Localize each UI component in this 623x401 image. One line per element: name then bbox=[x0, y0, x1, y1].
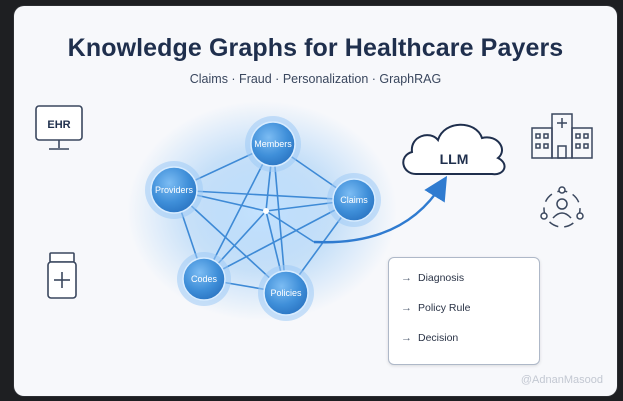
node-label-policies: Policies bbox=[270, 288, 302, 298]
graph-node-codes: Codes bbox=[177, 252, 231, 306]
llm-label: LLM bbox=[440, 151, 469, 167]
output-item-label: Decision bbox=[418, 332, 459, 344]
node-circle bbox=[150, 166, 198, 214]
graph-node-providers: Providers bbox=[145, 161, 203, 219]
graph-edge-providers-claims bbox=[173, 189, 355, 201]
graph-node-policies: Policies bbox=[258, 265, 314, 321]
output-item-diagnosis: → Diagnosis bbox=[401, 272, 464, 284]
node-label-members: Members bbox=[254, 139, 292, 149]
graph-node-claims: Claims bbox=[327, 173, 381, 227]
arrow-right-icon: → bbox=[401, 332, 412, 344]
graph-edge-center-out bbox=[265, 210, 315, 243]
node-circle bbox=[250, 121, 296, 167]
graph-edge-claims-codes bbox=[203, 199, 355, 280]
ehr-monitor-icon: EHR bbox=[35, 105, 83, 150]
arrow-right-icon: → bbox=[401, 272, 412, 284]
output-item-policy-rule: → Policy Rule bbox=[401, 302, 471, 314]
page-title: Knowledge Graphs for Healthcare Payers bbox=[67, 34, 564, 62]
cloud-icon: LLM bbox=[402, 123, 506, 176]
node-label-codes: Codes bbox=[191, 274, 218, 284]
node-label-claims: Claims bbox=[340, 195, 368, 205]
graph-center-dot bbox=[263, 208, 269, 214]
node-circle bbox=[263, 270, 309, 316]
node-label-providers: Providers bbox=[155, 185, 194, 195]
output-item-decision: → Decision bbox=[401, 332, 458, 344]
graph-node-members: Members bbox=[245, 116, 301, 172]
page-subtitle: Claims · Fraud · Personalization · Graph… bbox=[189, 72, 442, 86]
hospital-icon bbox=[531, 113, 593, 159]
graph-to-llm-arrow bbox=[313, 175, 448, 244]
node-circle bbox=[332, 178, 376, 222]
arrow-right-icon: → bbox=[401, 302, 412, 314]
output-item-label: Policy Rule bbox=[418, 302, 471, 314]
diagram-card: Knowledge Graphs for Healthcare Payers C… bbox=[14, 6, 617, 396]
watermark: @AdnanMasood bbox=[520, 374, 603, 386]
people-network-icon bbox=[540, 186, 584, 228]
medicine-bottle-icon bbox=[47, 252, 77, 299]
node-circle bbox=[182, 257, 226, 301]
output-item-label: Diagnosis bbox=[418, 272, 465, 284]
output-panel: → Diagnosis → Policy Rule → Decision bbox=[388, 257, 540, 365]
ehr-label: EHR bbox=[47, 119, 70, 131]
